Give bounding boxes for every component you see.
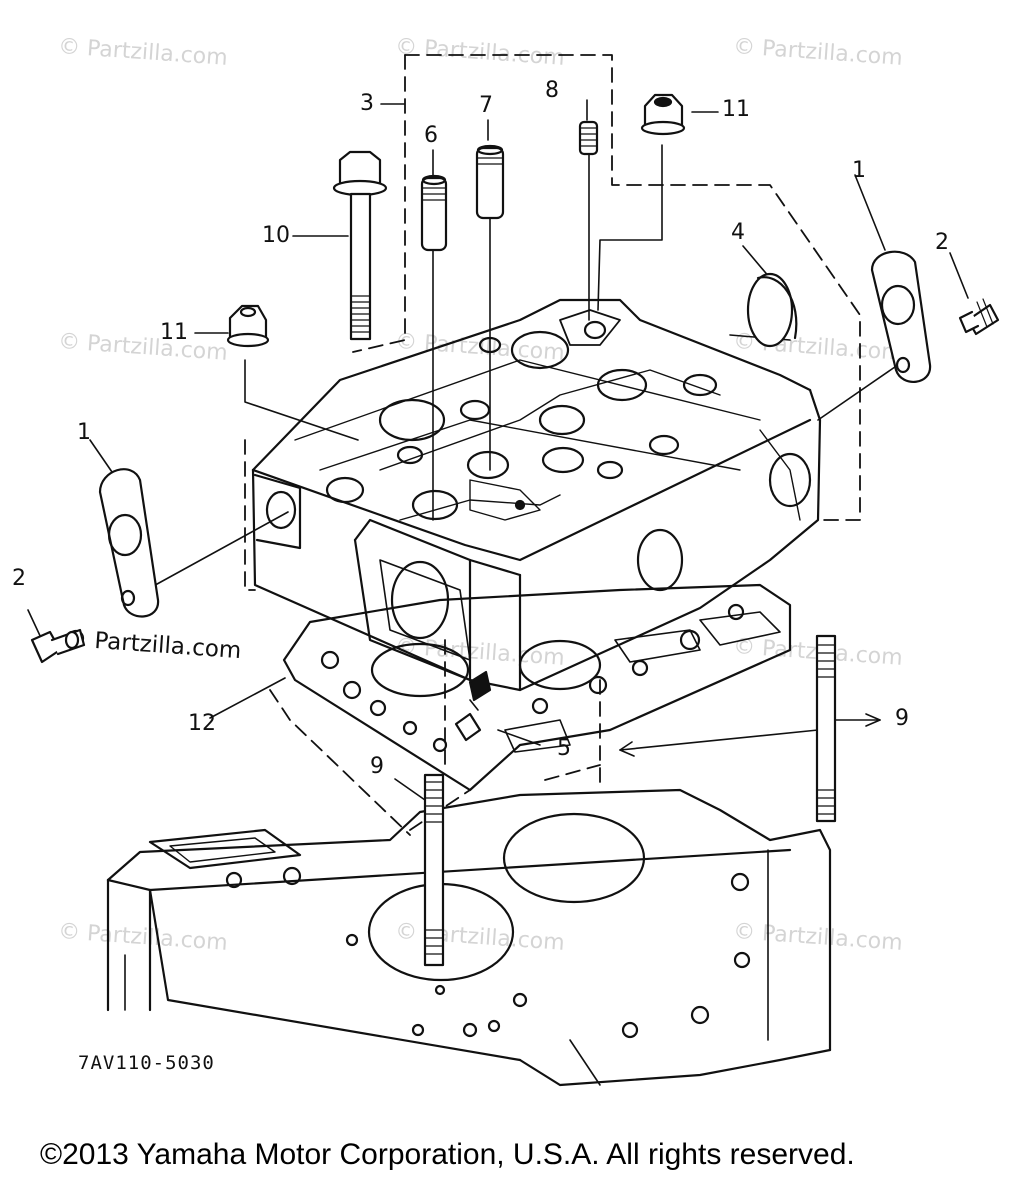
stud-8 <box>580 122 597 154</box>
head-gasket <box>284 585 790 790</box>
cylinder-block <box>108 790 830 1085</box>
callout-9-left: 9 <box>370 754 384 779</box>
callout-6: 6 <box>424 123 438 148</box>
copyright-notice: ©2013 Yamaha Motor Corporation, U.S.A. A… <box>40 1138 855 1171</box>
drawing-code: 7AV110-5030 <box>78 1052 215 1074</box>
leader-lines <box>28 100 968 800</box>
stud-9-left <box>425 775 443 965</box>
callout-1-left: 1 <box>77 420 91 445</box>
bolt-right <box>960 299 998 334</box>
callout-12: 12 <box>188 711 216 736</box>
bolt-left <box>32 630 84 662</box>
callout-7: 7 <box>479 93 493 118</box>
callout-10: 10 <box>262 223 290 248</box>
dashed-outlines <box>245 55 860 835</box>
callout-11-top: 11 <box>722 97 750 122</box>
callout-8: 8 <box>545 78 559 103</box>
callout-2-right: 2 <box>935 230 949 255</box>
valve-guide-7 <box>477 146 503 218</box>
stud-5 <box>456 672 490 740</box>
cylinder-head <box>253 300 820 690</box>
callout-5: 5 <box>557 736 571 761</box>
callout-4: 4 <box>731 220 745 245</box>
nut-11-left <box>228 306 268 346</box>
nut-11-top <box>642 95 684 134</box>
bolt-10 <box>334 152 386 339</box>
callout-1-right: 1 <box>852 158 866 183</box>
callout-2-left: 2 <box>12 566 26 591</box>
callout-9-right: 9 <box>895 706 909 731</box>
valve-guide-6 <box>422 176 446 250</box>
callout-11-left: 11 <box>160 320 188 345</box>
blind-plug <box>748 274 796 346</box>
stud-9-right <box>817 636 835 821</box>
plate-right <box>872 252 930 382</box>
plate-left <box>100 469 158 616</box>
callout-3: 3 <box>360 91 374 116</box>
